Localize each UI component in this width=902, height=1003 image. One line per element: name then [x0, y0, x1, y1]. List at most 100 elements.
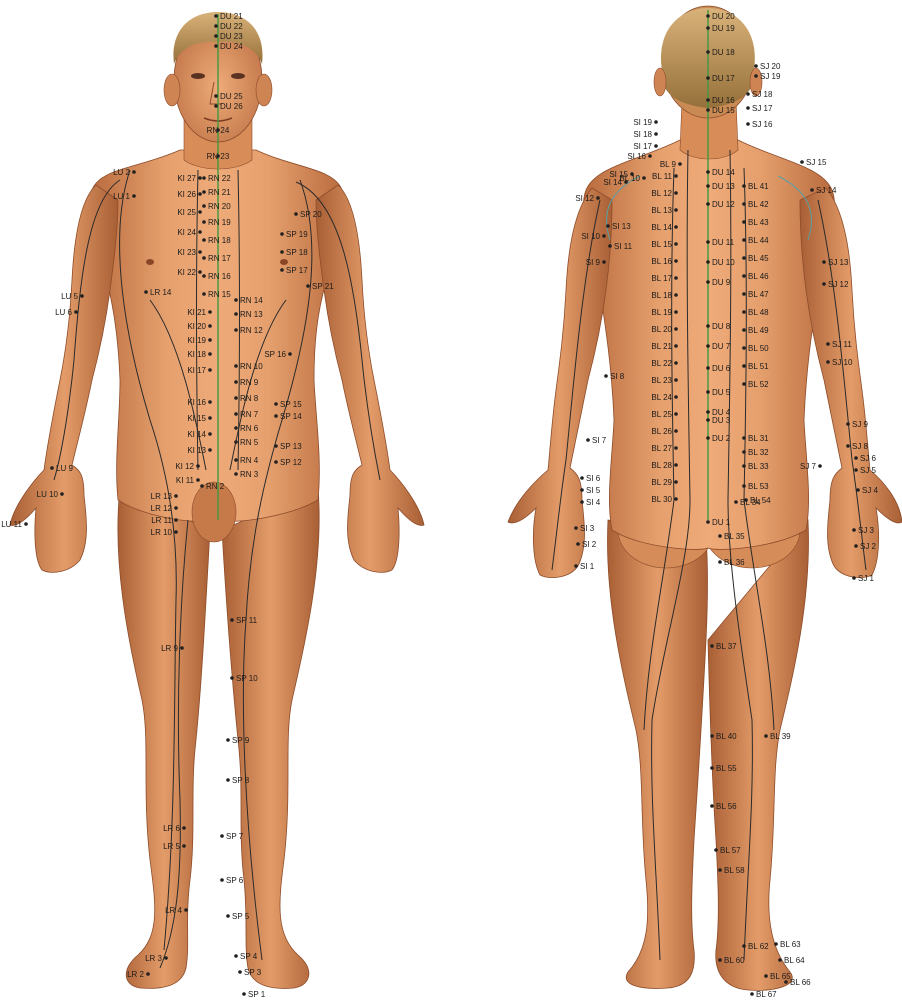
acupoint-ki-25-dot — [198, 210, 202, 214]
acupoint-label-sj-11: SJ 11 — [832, 340, 852, 349]
acupoint-label-sp-16: SP 16 — [264, 350, 286, 359]
acupoint-label-si-18: SI 18 — [633, 130, 652, 139]
acupoint-bl-19-dot — [674, 310, 678, 314]
acupoint-label-sp-21: SP 21 — [312, 282, 334, 291]
acupoint-label-bl-53: BL 53 — [748, 482, 769, 491]
acupoint-bl-17-dot — [674, 276, 678, 280]
acupoint-ki-18-dot — [208, 352, 212, 356]
acupoint-label-si-4: SI 4 — [586, 498, 601, 507]
acupoint-label-sp-5: SP 5 — [232, 912, 250, 921]
acupoint-label-lr-6: LR 6 — [163, 824, 180, 833]
acupoint-si-12-dot — [596, 196, 600, 200]
acupoint-label-bl-66: BL 66 — [790, 978, 811, 987]
acupoint-label-bl-65: BL 65 — [770, 972, 791, 981]
acupoint-du-26-dot — [214, 104, 218, 108]
front-genitals — [192, 482, 236, 542]
acupoint-lu-2-dot — [132, 170, 136, 174]
acupoint-bl-25-dot — [674, 412, 678, 416]
acupoint-label-rn-12: RN 12 — [240, 326, 263, 335]
acupoint-bl-43-dot — [742, 220, 746, 224]
acupoint-sp-13-dot — [274, 444, 278, 448]
acupoint-label-bl-62: BL 62 — [748, 942, 769, 951]
acupoint-label-ki-18: KI 18 — [187, 350, 206, 359]
acupoint-sj-4-dot — [856, 488, 860, 492]
acupoint-sp-7-dot — [220, 834, 224, 838]
acupoint-bl-15-dot — [674, 242, 678, 246]
front-left-nipple — [146, 259, 154, 265]
acupoint-rn-19-dot — [202, 220, 206, 224]
acupoint-label-sp-14: SP 14 — [280, 412, 302, 421]
acupoint-label-bl-48: BL 48 — [748, 308, 769, 317]
acupoint-label-rn-21: RN 21 — [208, 188, 231, 197]
acupoint-label-du-2: DU 2 — [712, 434, 731, 443]
acupoint-bl-41-dot — [742, 184, 746, 188]
acupoint-label-bl-52: BL 52 — [748, 380, 769, 389]
acupoint-sp-14-dot — [274, 414, 278, 418]
front-left-ear — [164, 74, 180, 106]
back-right-leg — [708, 520, 809, 990]
acupoint-label-rn-13: RN 13 — [240, 310, 263, 319]
acupoint-bl-54-dot — [744, 498, 748, 502]
acupoint-label-bl-15: BL 15 — [651, 240, 672, 249]
acupoint-label-ki-11: KI 11 — [176, 476, 195, 485]
acupoint-bl-62-dot — [742, 944, 746, 948]
acupoint-label-bl-23: BL 23 — [651, 376, 672, 385]
acupoint-label-bl-51: BL 51 — [748, 362, 769, 371]
acupoint-lr-11-dot — [174, 518, 178, 522]
acupoint-sj-2-dot — [854, 544, 858, 548]
back-right-arm — [800, 188, 902, 578]
acupoint-label-sp-7: SP 7 — [226, 832, 244, 841]
acupoint-label-bl-67: BL 67 — [756, 990, 777, 999]
acupoint-label-lr-13: LR 13 — [151, 492, 173, 501]
acupoint-label-bl-17: BL 17 — [651, 274, 672, 283]
acupoint-lu-6-dot — [74, 310, 78, 314]
back-body-figure — [508, 6, 902, 990]
acupoint-bl-55-dot — [710, 766, 714, 770]
acupoint-bl-21-dot — [674, 344, 678, 348]
acupoint-label-sp-3: SP 3 — [244, 968, 262, 977]
acupoint-du-8-dot — [706, 324, 710, 328]
acupoint-label-sj-15: SJ 15 — [806, 158, 827, 167]
acupoint-bl-10-dot — [642, 176, 646, 180]
acupoint-label-lr-14: LR 14 — [150, 288, 172, 297]
acupoint-du-14-dot — [706, 170, 710, 174]
acupoint-label-bl-9: BL 9 — [660, 160, 677, 169]
acupoint-ki-16-dot — [208, 400, 212, 404]
acupoint-bl-58-dot — [718, 868, 722, 872]
acupoint-label-bl-58: BL 58 — [724, 866, 745, 875]
back-left-arm — [508, 188, 612, 578]
acupoint-label-sj-14: SJ 14 — [816, 186, 837, 195]
acupoint-label-du-19: DU 19 — [712, 24, 735, 33]
acupoint-bl-46-dot — [742, 274, 746, 278]
acupoint-bl-28-dot — [674, 463, 678, 467]
acupoint-bl-31-dot — [742, 436, 746, 440]
acupoint-sp-17-dot — [280, 268, 284, 272]
acupoint-label-lr-9: LR 9 — [161, 644, 178, 653]
acupoint-rn-21-dot — [202, 190, 206, 194]
acupoint-sp-11-dot — [230, 618, 234, 622]
acupoint-du-22-dot — [214, 24, 218, 28]
acupoint-du-12-dot — [706, 202, 710, 206]
acupoint-bl-64-dot — [778, 958, 782, 962]
acupoint-label-si-8: SI 8 — [610, 372, 625, 381]
acupoint-label-rn-3: RN 3 — [240, 470, 259, 479]
acupoint-sj-1-dot — [852, 576, 856, 580]
acupoint-bl-45-dot — [742, 256, 746, 260]
acupoint-label-rn-16: RN 16 — [208, 272, 231, 281]
acupoint-label-lu-5: LU 5 — [61, 292, 78, 301]
acupoint-rn-2-dot — [200, 484, 204, 488]
acupoint-label-rn-24: RN 24 — [207, 126, 230, 135]
acupoint-sp-4-dot — [234, 954, 238, 958]
acupoint-label-rn-10: RN 10 — [240, 362, 263, 371]
acupoint-label-du-22: DU 22 — [220, 22, 243, 31]
acupoint-si-1-dot — [574, 564, 578, 568]
acupoint-bl-30-dot — [674, 497, 678, 501]
acupoint-label-lr-2: LR 2 — [127, 970, 144, 979]
acupoint-ki-26-dot — [198, 192, 202, 196]
acupoint-label-sj-7: SJ 7 — [800, 462, 817, 471]
acupoint-label-lu-11: LU 11 — [1, 520, 22, 529]
acupoint-rn-12-dot — [234, 328, 238, 332]
acupoint-lu-1-dot — [132, 194, 136, 198]
acupoint-bl-57-dot — [714, 848, 718, 852]
acupoint-label-bl-49: BL 49 — [748, 326, 769, 335]
